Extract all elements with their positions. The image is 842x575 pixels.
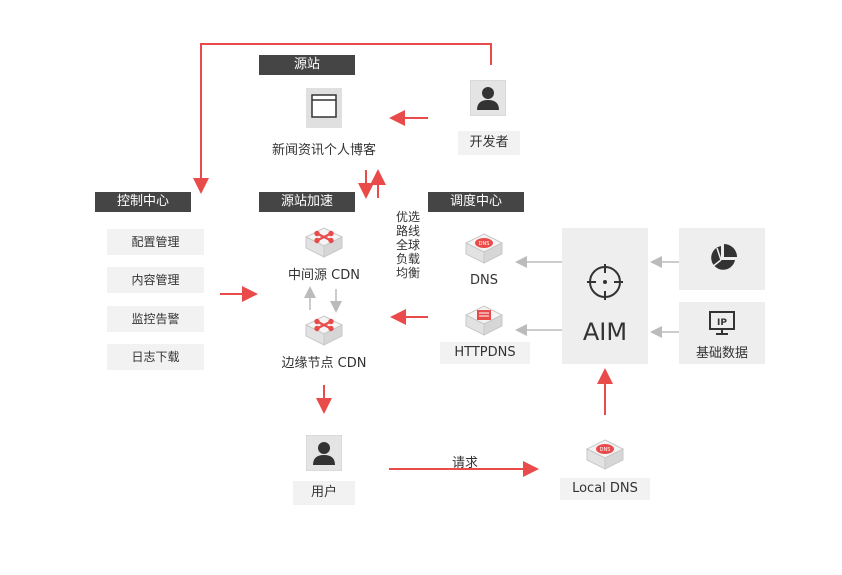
mid-cdn-node-icon	[304, 226, 344, 264]
ip-monitor-icon: IP	[708, 310, 736, 340]
control-item-monitor[interactable]: 监控告警	[107, 306, 204, 332]
control-item-content[interactable]: 内容管理	[107, 267, 204, 293]
origin-item-label: 新闻资讯个人博客	[271, 143, 376, 158]
dns-node-icon: DNS	[464, 232, 504, 270]
control-item-logs[interactable]: 日志下载	[107, 344, 204, 370]
svg-text:DNS: DNS	[600, 447, 611, 453]
origin-tag: 源站	[259, 55, 355, 75]
routing-note-line: 全球	[395, 238, 420, 252]
pie-chart-icon	[707, 242, 739, 278]
request-label: 请求	[451, 456, 478, 471]
localdns-label: Local DNS	[560, 478, 650, 500]
localdns-node-icon: DNS	[585, 438, 625, 476]
developer-label: 开发者	[458, 131, 520, 155]
user-label: 用户	[293, 481, 355, 505]
webpage-icon	[306, 88, 342, 132]
routing-note-line: 均衡	[395, 266, 420, 280]
httpdns-label: HTTPDNS	[440, 342, 530, 364]
httpdns-node-icon	[464, 304, 504, 342]
routing-note-line: 路线	[395, 224, 420, 238]
routing-note: 优选 路线 全球 负载 均衡	[393, 210, 423, 280]
svg-text:IP: IP	[717, 318, 727, 328]
basedata-label: 基础数据	[695, 346, 748, 361]
pie-panel	[679, 228, 765, 290]
routing-note-line: 负载	[395, 252, 420, 266]
edge-cdn-label: 边缘节点 CDN	[281, 356, 367, 371]
crosshair-icon	[585, 262, 625, 306]
arrow-developer-to-control	[193, 43, 492, 194]
dns-label: DNS	[470, 273, 498, 288]
control-center-tag: 控制中心	[95, 192, 191, 212]
control-item-config[interactable]: 配置管理	[107, 229, 204, 255]
aim-label: AIM	[582, 318, 628, 346]
mid-cdn-label: 中间源 CDN	[288, 268, 360, 283]
edge-cdn-node-icon	[304, 314, 344, 352]
routing-note-line: 优选	[395, 210, 420, 224]
developer-avatar-icon	[469, 79, 507, 120]
svg-text:DNS: DNS	[479, 241, 490, 247]
user-avatar-icon	[305, 434, 343, 475]
accel-tag: 源站加速	[259, 192, 355, 212]
dispatch-tag: 调度中心	[428, 192, 524, 212]
